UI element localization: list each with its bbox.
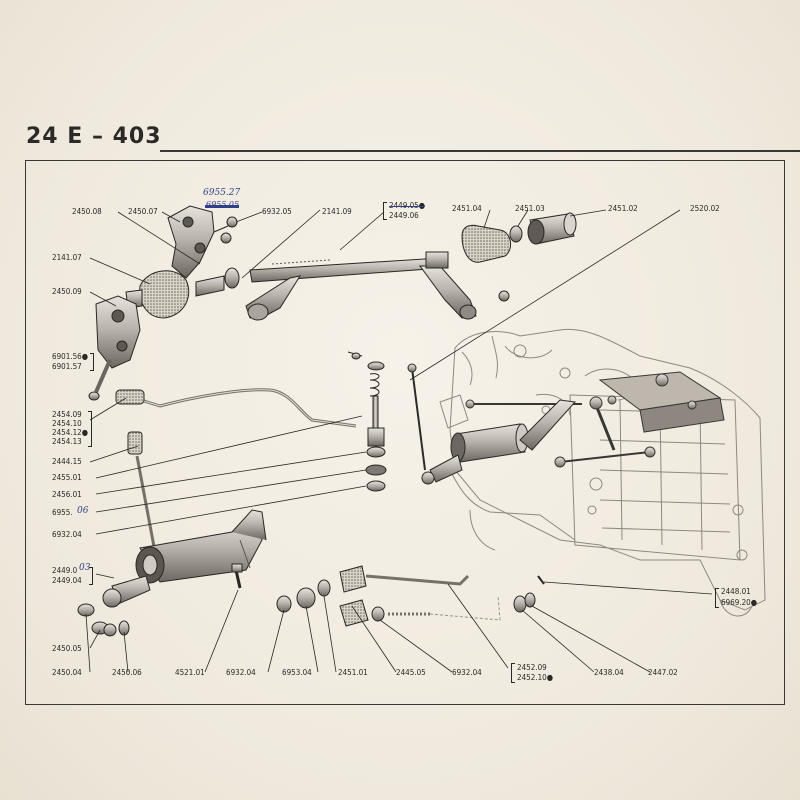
label-2455-01: 2455.01 bbox=[52, 473, 82, 482]
label-2438-04: 2438.04 bbox=[594, 668, 624, 677]
label-2454-10: 2454.10 bbox=[52, 419, 82, 428]
label-6901-57: 6901.57 bbox=[52, 362, 82, 371]
bracket-6901 bbox=[90, 353, 94, 371]
long-rod bbox=[127, 431, 157, 553]
gearbox-lever bbox=[465, 396, 656, 468]
handwritten-6955-27: 6955.27 bbox=[203, 188, 241, 198]
label-2451-01: 2451.01 bbox=[338, 668, 368, 677]
leader-lines bbox=[85, 209, 713, 673]
label-6932-04a: 6932.04 bbox=[52, 530, 82, 539]
lower-clamp bbox=[88, 295, 141, 401]
label-2451-04: 2451.04 bbox=[452, 204, 482, 213]
label-2454-09: 2454.09 bbox=[52, 410, 82, 419]
label-2141-07: 2141.07 bbox=[52, 253, 82, 262]
header-rule bbox=[160, 150, 800, 152]
bracket-2448 bbox=[715, 588, 719, 608]
label-2450-08: 2450.08 bbox=[72, 207, 102, 216]
label-2444-15: 2444.15 bbox=[52, 457, 82, 466]
selector-relay-lever bbox=[407, 363, 577, 485]
handwritten-06: 06 bbox=[77, 506, 89, 516]
selector-cover bbox=[598, 371, 725, 433]
label-6969-20: 6969.20● bbox=[721, 598, 758, 607]
label-2454-12: 2454.12● bbox=[52, 428, 89, 437]
label-6955-prefix: 6955. bbox=[52, 508, 73, 517]
label-2449-04: 2449.04 bbox=[52, 576, 82, 585]
shift-shaft-assembly bbox=[245, 251, 477, 321]
label-2456-01: 2456.01 bbox=[52, 490, 82, 499]
label-2450-09: 2450.09 bbox=[52, 287, 82, 296]
strike-2449-05 bbox=[389, 206, 425, 207]
label-2445-05: 2445.05 bbox=[396, 668, 426, 677]
label-2141-09: 2141.09 bbox=[322, 207, 352, 216]
gearbox-housing bbox=[439, 328, 766, 617]
main-lever bbox=[102, 509, 267, 608]
label-2520-02: 2520.02 bbox=[690, 204, 720, 213]
boot-and-bush bbox=[461, 212, 577, 302]
lower-rod-assembly bbox=[276, 565, 545, 627]
label-2451-03: 2451.03 bbox=[515, 204, 545, 213]
label-2451-02: 2451.02 bbox=[608, 204, 638, 213]
label-2449-06: 2449.06 bbox=[389, 211, 419, 220]
label-2450-07: 2450.07 bbox=[128, 207, 158, 216]
label-2450-04: 2450.04 bbox=[52, 668, 82, 677]
label-2450-06: 2450.06 bbox=[112, 668, 142, 677]
lower-left-fasteners bbox=[77, 563, 243, 637]
diagram-frame bbox=[25, 160, 785, 705]
bracket-2449 bbox=[383, 202, 387, 220]
label-2449-0x: 2449.0 bbox=[52, 566, 78, 575]
label-6901-56: 6901.56● bbox=[52, 352, 89, 361]
bracket-2454 bbox=[88, 411, 92, 447]
bracket-2449-lower bbox=[89, 567, 93, 585]
label-2454-13: 2454.13 bbox=[52, 437, 82, 446]
upper-clamp bbox=[167, 205, 240, 297]
label-2450-05: 2450.05 bbox=[52, 644, 82, 653]
label-2452-09: 2452.09 bbox=[517, 663, 547, 672]
label-6932-04b: 6932.04 bbox=[226, 668, 256, 677]
label-6932-04c: 6932.04 bbox=[452, 668, 482, 677]
label-2447-02: 2447.02 bbox=[648, 668, 678, 677]
label-6932-05: 6932.05 bbox=[262, 207, 292, 216]
bracket-2452 bbox=[511, 663, 515, 683]
page-title: 24 E – 403 bbox=[26, 124, 162, 149]
label-6953-04: 6953.04 bbox=[282, 668, 312, 677]
handwritten-03: 03 bbox=[79, 563, 91, 573]
label-4521-01: 4521.01 bbox=[175, 668, 205, 677]
selector-rod bbox=[115, 388, 357, 428]
strike-6955-old bbox=[205, 205, 239, 208]
label-2452-10: 2452.10● bbox=[517, 673, 554, 682]
label-2449-05: 2449.05● bbox=[389, 201, 425, 210]
label-2448-01: 2448.01 bbox=[721, 587, 751, 596]
handwritten-6955-old: 6955.05 bbox=[206, 200, 239, 209]
spring-stack bbox=[347, 351, 387, 492]
